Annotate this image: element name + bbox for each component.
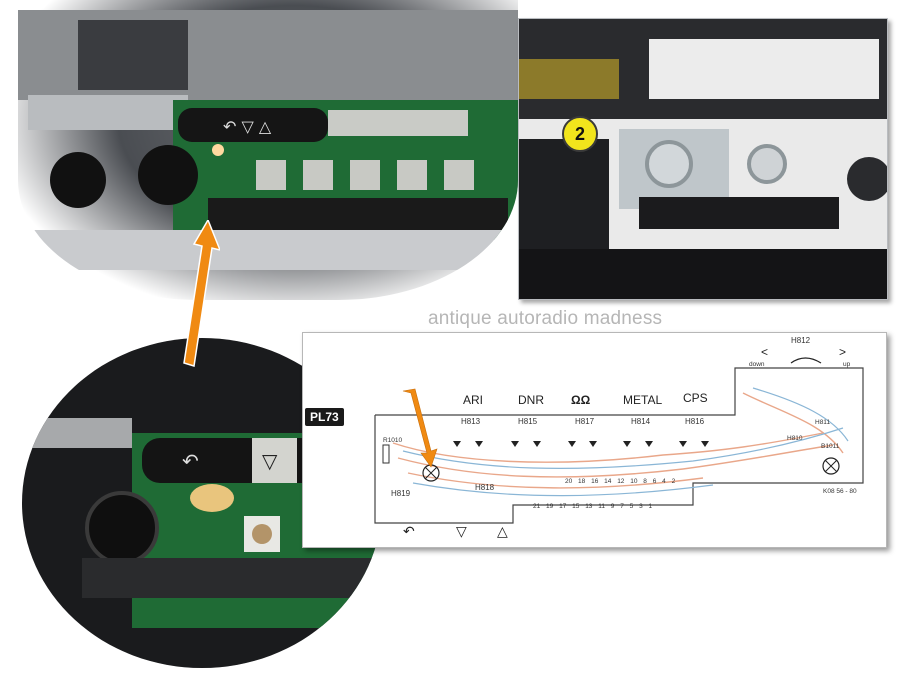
switch-label-h810: H810 [787, 435, 803, 442]
photo-radio-faceplate: ↶ ▽ △ [18, 0, 518, 300]
pin-label: 8 [643, 478, 647, 485]
pin-label: 19 [546, 503, 554, 510]
pin-label: 9 [610, 503, 615, 510]
pin-label: 6 [652, 478, 657, 485]
down-symbol: ▽ [456, 523, 467, 539]
switch-label-h817: H817 [575, 417, 595, 426]
photo-lamp-holder [518, 18, 888, 300]
switch-label-h816: H816 [685, 417, 705, 426]
switch-label-h819: H819 [391, 489, 411, 498]
pin-label: 16 [591, 478, 599, 485]
pin-label: 11 [598, 503, 605, 510]
switch-label-h811: H811 [815, 419, 831, 426]
arrow-right-symbol: > [839, 345, 847, 359]
pin-label: 21 [533, 503, 541, 510]
rewind-symbol: ↶ [403, 523, 415, 539]
pin-label: 14 [604, 478, 612, 485]
step-number-badge: 2 [562, 116, 598, 152]
pin-label: 4 [662, 478, 666, 485]
switch-label-h814: H814 [631, 417, 651, 426]
switch-down-label: down [749, 361, 765, 368]
arrow-left-symbol: < [761, 345, 769, 359]
resistor-label: R1010 [383, 437, 403, 444]
schematic-lines [374, 357, 864, 524]
mode-label-dnr: DNR [518, 393, 544, 407]
switch-label-h813: H813 [461, 417, 481, 426]
pin-label: 5 [629, 503, 634, 510]
lamp-holder-illustration [519, 19, 887, 299]
switch-label-h818: H818 [475, 483, 495, 492]
mode-label-cps: CPS [683, 391, 708, 405]
pin-label: 12 [617, 478, 625, 485]
pin-label: 13 [585, 503, 593, 510]
switch-label-h812: H812 [791, 336, 811, 345]
watermark-text: antique autoradio madness [428, 308, 663, 329]
lamp-label-b1011: B1011 [821, 443, 840, 450]
pin-label: 17 [559, 503, 567, 510]
mode-label-ari: ARI [463, 393, 484, 407]
plate-label: PL73 [305, 408, 344, 426]
pin-label: 18 [578, 478, 586, 485]
pin-label: 15 [572, 503, 580, 510]
pin-label: 10 [630, 478, 638, 485]
pin-label: 3 [639, 503, 643, 510]
pin-label: 2 [671, 478, 676, 485]
document-code: K08 56 - 80 [823, 488, 857, 495]
pin-label: 20 [565, 478, 573, 485]
wiring-schematic: PL73 ARI DNR ΩΩ METAL CPS H813 H815 H817… [302, 332, 887, 548]
mode-label-metal: METAL [623, 393, 663, 407]
pin-row-bottom: 21 19 17 15 13 11 9 7 5 3 1 [533, 503, 652, 510]
callout-arrow [183, 220, 220, 367]
svg-text:▽: ▽ [262, 449, 278, 473]
switch-label-h815: H815 [518, 417, 538, 426]
svg-text:↶: ↶ [182, 449, 199, 473]
faceplate-illustration: ↶ ▽ △ [18, 10, 518, 270]
mode-label-dolby: ΩΩ [571, 393, 591, 407]
pin-row-top: 20 18 16 14 12 10 8 6 4 2 [565, 478, 675, 485]
pin-label: 7 [620, 503, 624, 510]
switch-up-label: up [843, 361, 851, 368]
preset-buttons [256, 160, 474, 190]
up-symbol: △ [497, 523, 508, 539]
svg-text:↶ ▽ △: ↶ ▽ △ [223, 117, 272, 136]
button-rocker [178, 108, 328, 142]
pin-label: 1 [648, 503, 653, 510]
